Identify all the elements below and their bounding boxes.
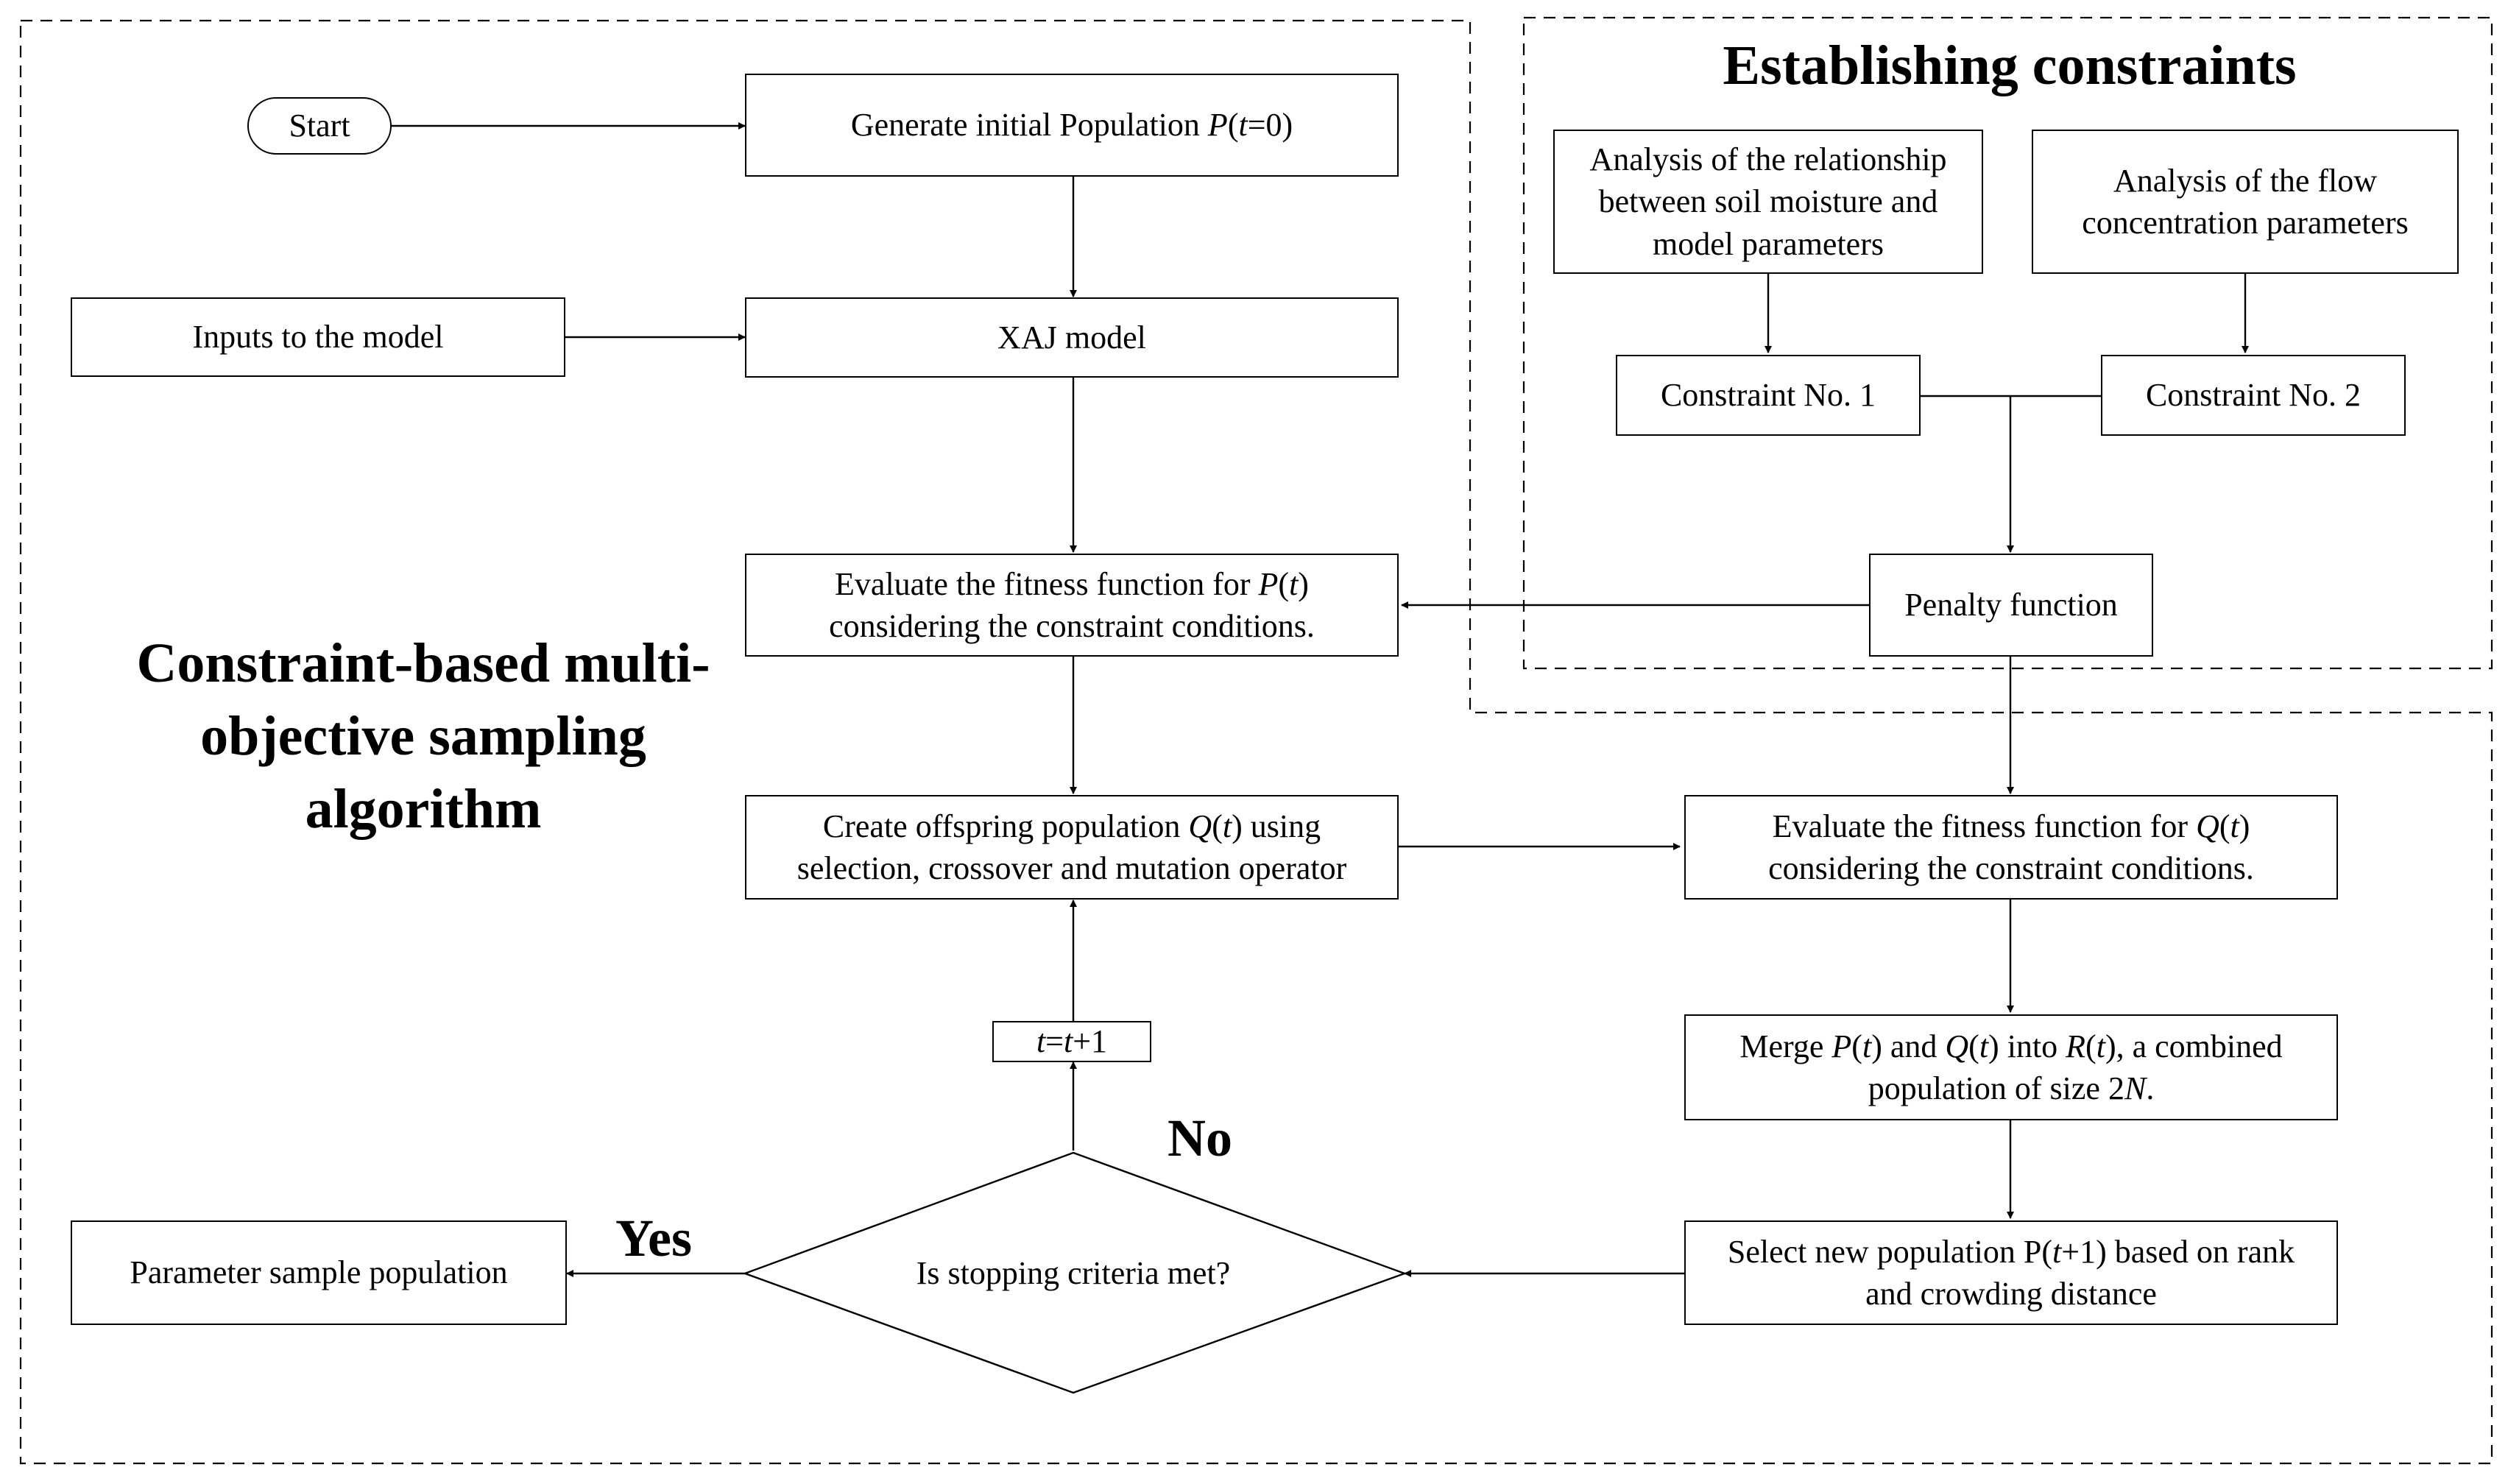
start-label: Start	[289, 107, 350, 144]
analysis-flow-concentration-label: Analysis of the flow concentration param…	[2082, 162, 2409, 241]
model-inputs-box: Inputs to the model	[71, 297, 565, 377]
select-new-population-box: Select new population P(t+1) based on ra…	[1684, 1220, 2338, 1325]
analysis-soil-moisture-label: Analysis of the relationship between soi…	[1589, 141, 1947, 262]
parameter-sample-label: Parameter sample population	[130, 1254, 508, 1291]
xaj-model-box: XAJ model	[745, 297, 1399, 378]
constraint-2-box: Constraint No. 2	[2101, 355, 2406, 436]
algorithm-title-line-2: objective sampling	[200, 704, 646, 767]
select-new-population-label: Select new population P(t+1) based on ra…	[1727, 1233, 2295, 1312]
analysis-flow-concentration-box: Analysis of the flow concentration param…	[2032, 130, 2459, 274]
evaluate-p-label: Evaluate the fitness function for P(t) c…	[829, 565, 1315, 644]
evaluate-p-box: Evaluate the fitness function for P(t) c…	[745, 554, 1399, 657]
constraints-region-outline	[1522, 16, 2493, 670]
increment-t-box: t=t+1	[992, 1021, 1151, 1062]
decision-diamond-shape	[742, 1151, 1407, 1394]
xaj-model-label: XAJ model	[997, 319, 1146, 356]
model-inputs-label: Inputs to the model	[192, 319, 444, 356]
parameter-sample-box: Parameter sample population	[71, 1220, 567, 1325]
analysis-soil-moisture-box: Analysis of the relationship between soi…	[1553, 130, 1983, 274]
algorithm-title-line-1: Constraint-based multi-	[136, 632, 710, 694]
create-offspring-box: Create offspring population Q(t) using s…	[745, 795, 1399, 900]
evaluate-q-box: Evaluate the fitness function for Q(t) c…	[1684, 795, 2338, 900]
increment-t-label: t=t+1	[1036, 1023, 1108, 1060]
create-offspring-label: Create offspring population Q(t) using s…	[796, 808, 1347, 886]
generate-population-box: Generate initial Population P(t=0)	[745, 74, 1399, 177]
algorithm-title-line-3: algorithm	[305, 777, 542, 840]
penalty-function-box: Penalty function	[1869, 554, 2153, 657]
penalty-function-label: Penalty function	[1904, 587, 2118, 623]
merge-populations-label: Merge P(t) and Q(t) into R(t), a combine…	[1739, 1028, 2283, 1106]
algorithm-section-title: Constraint-based multi- objective sampli…	[44, 627, 802, 845]
constraints-section-title: Establishing constraints	[1723, 35, 2297, 96]
no-branch-label: No	[1168, 1109, 1232, 1167]
merge-populations-box: Merge P(t) and Q(t) into R(t), a combine…	[1684, 1014, 2338, 1120]
generate-population-label: Generate initial Population P(t=0)	[850, 107, 1293, 144]
decision-label: Is stopping criteria met?	[916, 1255, 1231, 1292]
evaluate-q-label: Evaluate the fitness function for Q(t) c…	[1768, 808, 2254, 886]
constraint-1-label: Constraint No. 1	[1660, 377, 1876, 414]
yes-branch-label: Yes	[615, 1209, 692, 1268]
constraint-2-label: Constraint No. 2	[2145, 377, 2362, 414]
start-node: Start	[247, 97, 392, 155]
algorithm-region-outline	[19, 19, 2493, 1465]
constraint-1-box: Constraint No. 1	[1616, 355, 1921, 436]
